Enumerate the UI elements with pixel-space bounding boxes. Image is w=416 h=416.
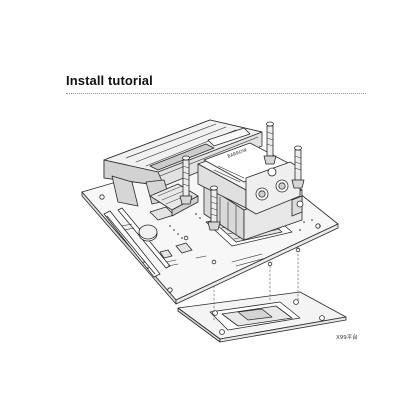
page-title: Install tutorial (66, 73, 153, 88)
standoff-screw-front-left (179, 155, 193, 205)
standoff-screw-front-right (207, 185, 221, 231)
backplate (177, 291, 347, 343)
platform-caption: X99平台 (336, 335, 358, 341)
standoff-screw-back-left (263, 121, 277, 165)
board-screws (183, 235, 301, 267)
standoff-screw-back-right (291, 145, 305, 189)
title-divider (66, 93, 366, 94)
water-block (197, 142, 304, 241)
